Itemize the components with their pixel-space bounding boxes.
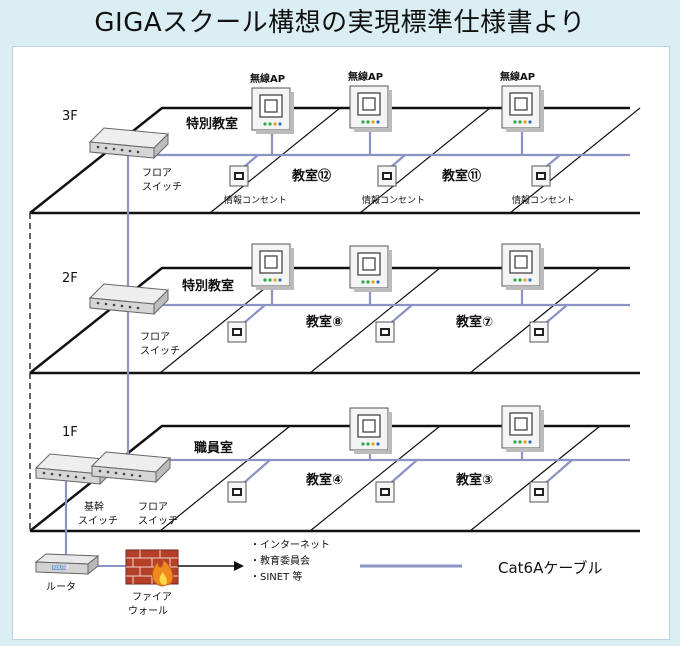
core-switch-label-line1: 基幹 xyxy=(84,500,104,513)
info-outlet-1f-3 xyxy=(529,481,549,503)
ap-label-3f-3: 無線AP xyxy=(500,70,535,83)
outlet-label-3f-3: 情報コンセント xyxy=(512,194,575,206)
info-outlet-3f-2 xyxy=(377,165,397,187)
room-label-1f-3: 教室③ xyxy=(455,472,493,488)
access-point-1f-2 xyxy=(501,405,545,453)
access-point-3f-3 xyxy=(501,85,545,133)
firewall-label-line1: ファイア xyxy=(132,592,172,603)
room-label-1f-4: 教室④ xyxy=(305,472,343,488)
router-icon xyxy=(34,553,100,576)
room-label-3f-11: 教室⑪ xyxy=(441,168,481,184)
floor-switch-1f xyxy=(91,451,171,483)
core-switch-label-line2: スイッチ xyxy=(78,515,118,527)
access-point-1f-1 xyxy=(349,407,393,455)
info-outlet-1f-2 xyxy=(375,481,395,503)
router-badge: ROUTER xyxy=(53,565,70,570)
firewall-icon xyxy=(125,549,179,587)
access-point-2f-3 xyxy=(501,243,545,291)
access-point-3f-2 xyxy=(349,85,393,133)
info-outlet-2f-3 xyxy=(529,321,549,343)
page-heading: GIGAスクール構想の実現標準仕様書より xyxy=(94,8,586,38)
floor-label-3f: 3F xyxy=(62,109,78,124)
arrow-head xyxy=(234,561,244,571)
external-item-sinet: ・SINET 等 xyxy=(250,570,302,583)
outlet-label-3f-1: 情報コンセント xyxy=(224,194,287,206)
router-label: ルータ xyxy=(46,581,76,593)
switch-label-3f-line2: スイッチ xyxy=(142,181,182,193)
info-outlet-3f-3 xyxy=(531,165,551,187)
room-label-2f-8: 教室⑧ xyxy=(305,314,343,330)
ap-label-3f-1: 無線AP xyxy=(250,72,285,85)
floor-2-outline xyxy=(29,266,640,375)
switch-label-2f-line1: フロア xyxy=(140,332,170,343)
info-outlet-2f-1 xyxy=(227,321,247,343)
switch-label-1f-line1: フロア xyxy=(138,502,168,513)
access-point-3f-1 xyxy=(251,87,295,135)
firewall-label-line2: ウォール xyxy=(128,605,168,617)
outlet-label-3f-2: 情報コンセント xyxy=(362,194,425,206)
external-item-internet: ・インターネット xyxy=(250,539,330,551)
info-outlet-1f-1 xyxy=(227,481,247,503)
floor-1-outline xyxy=(29,424,640,533)
floor-label-1f: 1F xyxy=(62,425,78,440)
cat6a-cables xyxy=(64,128,630,555)
floor-3-outline xyxy=(29,106,640,215)
ap-label-3f-2: 無線AP xyxy=(348,70,383,83)
floor-switch-3f xyxy=(89,127,169,159)
external-item-board: ・教育委員会 xyxy=(250,554,310,567)
access-point-2f-2 xyxy=(349,245,393,293)
room-label-3f-12: 教室⑫ xyxy=(291,168,331,184)
info-outlet-3f-1 xyxy=(229,165,249,187)
info-outlet-2f-2 xyxy=(375,321,395,343)
floor-label-2f: 2F xyxy=(62,271,78,286)
access-point-2f-1 xyxy=(251,243,295,291)
room-label-2f-7: 教室⑦ xyxy=(455,314,493,330)
switch-label-3f-line1: フロア xyxy=(142,168,172,179)
room-label-1f-staff: 職員室 xyxy=(194,440,233,456)
legend-label: Cat6Aケーブル xyxy=(498,559,602,577)
room-label-3f-special: 特別教室 xyxy=(186,116,238,132)
room-label-2f-special: 特別教室 xyxy=(182,278,234,294)
switch-label-2f-line2: スイッチ xyxy=(140,345,180,357)
room-partitions xyxy=(159,107,641,532)
floor-switch-2f xyxy=(89,283,169,315)
switch-label-1f-line2: スイッチ xyxy=(138,515,178,527)
